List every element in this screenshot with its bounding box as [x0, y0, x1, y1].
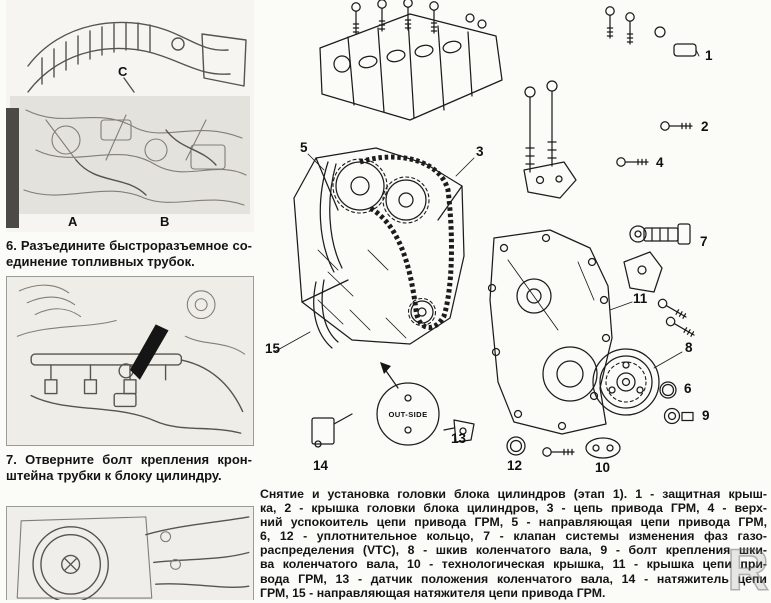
caption-line: вода ГРМ, 13 - датчик положения коленчат… — [260, 571, 767, 586]
caption-line: 7. Отверните болт крепления крон- — [6, 452, 252, 467]
part-number-11: 11 — [633, 291, 648, 306]
intake-hose-drawing — [27, 21, 247, 93]
throttle-body-sketch — [7, 507, 253, 600]
fuel-pipes-sketch — [7, 277, 253, 445]
chain-guides-drawing — [313, 161, 343, 349]
caption-line: штейна трубки к блоку цилиндру. — [6, 468, 222, 483]
chain-cover-drawing — [487, 229, 613, 435]
diagram-caption: Снятие и установка головки блока цилиндр… — [260, 487, 767, 600]
side-bracket-bolts-drawing — [616, 121, 697, 340]
crank-pulley-drawing — [592, 348, 660, 416]
out-side-plate-drawing — [376, 367, 440, 446]
part-number-15: 15 — [265, 341, 281, 356]
step7-caption: 7. Отверните болт крепления крон-штейна … — [6, 452, 252, 484]
pointer-arrow — [130, 324, 169, 380]
label-b: B — [160, 214, 169, 229]
caption-line: Снятие и установка головки блока цилиндр… — [260, 487, 767, 501]
part-number-9: 9 — [702, 408, 710, 423]
part-number-10: 10 — [595, 460, 610, 475]
top-right-fasteners-drawing — [605, 6, 697, 57]
part-number-13: 13 — [451, 431, 467, 446]
caption-line: единение топливных трубок. — [6, 254, 195, 269]
tech-cover-drawing — [542, 437, 621, 459]
pulley-bolt-drawing — [663, 407, 694, 425]
part-number-4: 4 — [656, 155, 664, 170]
part-number-3: 3 — [476, 144, 484, 159]
part-number-5: 5 — [300, 140, 308, 155]
label-a: A — [68, 214, 78, 229]
figure-fuel-pipes — [6, 276, 254, 446]
out-side-label: OUT-SIDE — [388, 410, 427, 419]
part-number-1: 1 — [705, 48, 713, 63]
cover-bolts-drawing — [351, 0, 487, 35]
label-c: C — [118, 64, 128, 79]
cylinder-block-drawing — [293, 147, 465, 345]
out-side-arrow — [380, 362, 391, 374]
part-number-7: 7 — [700, 234, 708, 249]
caption-line: ва коленчатого вала, 10 - технологическа… — [260, 557, 767, 572]
step6-caption: 6. Разъедините быстроразъемное со-единен… — [6, 238, 252, 270]
studs-bracket-drawing — [523, 80, 577, 199]
caption-line: 6. Разъедините быстроразъемное со- — [6, 238, 252, 253]
caption-line: распределения (VTC), 8 - шкив коленчатог… — [260, 543, 767, 558]
leader-lines — [273, 49, 700, 369]
valve-cover-drawing — [319, 13, 503, 121]
crank-sensor-drawing — [443, 419, 475, 443]
part-number-14: 14 — [313, 458, 329, 473]
caption-line: ний успокоитель цепи привода ГРМ, 5 - на… — [260, 515, 767, 530]
intake-duct-sketch: A B C — [6, 21, 250, 229]
o-ring-12-drawing — [506, 436, 526, 456]
part-number-2: 2 — [701, 119, 709, 134]
figure-intake-duct: A B C — [6, 0, 254, 232]
part-number-8: 8 — [685, 340, 693, 355]
part-number-6: 6 — [684, 381, 692, 396]
o-ring-6-drawing — [659, 381, 677, 399]
caption-line: ка, 2 - крышка головки блока цилиндров, … — [260, 501, 767, 516]
caption-line: 6, 12 - уплотнительное кольцо, 7 - клапа… — [260, 529, 767, 544]
part-number-12: 12 — [507, 458, 522, 473]
timing-chain-drawing — [359, 154, 454, 330]
figure-throttle-body — [6, 506, 254, 600]
engine-bay-sketch — [6, 96, 250, 228]
caption-line: ГРМ, 15 - направляющая натяжителя цепи п… — [260, 585, 606, 600]
vtc-valve-drawing — [629, 223, 691, 245]
left-column: A B C 6. Разъедините быстроразъемное со-… — [6, 0, 256, 600]
tensioner-drawing — [311, 413, 353, 448]
